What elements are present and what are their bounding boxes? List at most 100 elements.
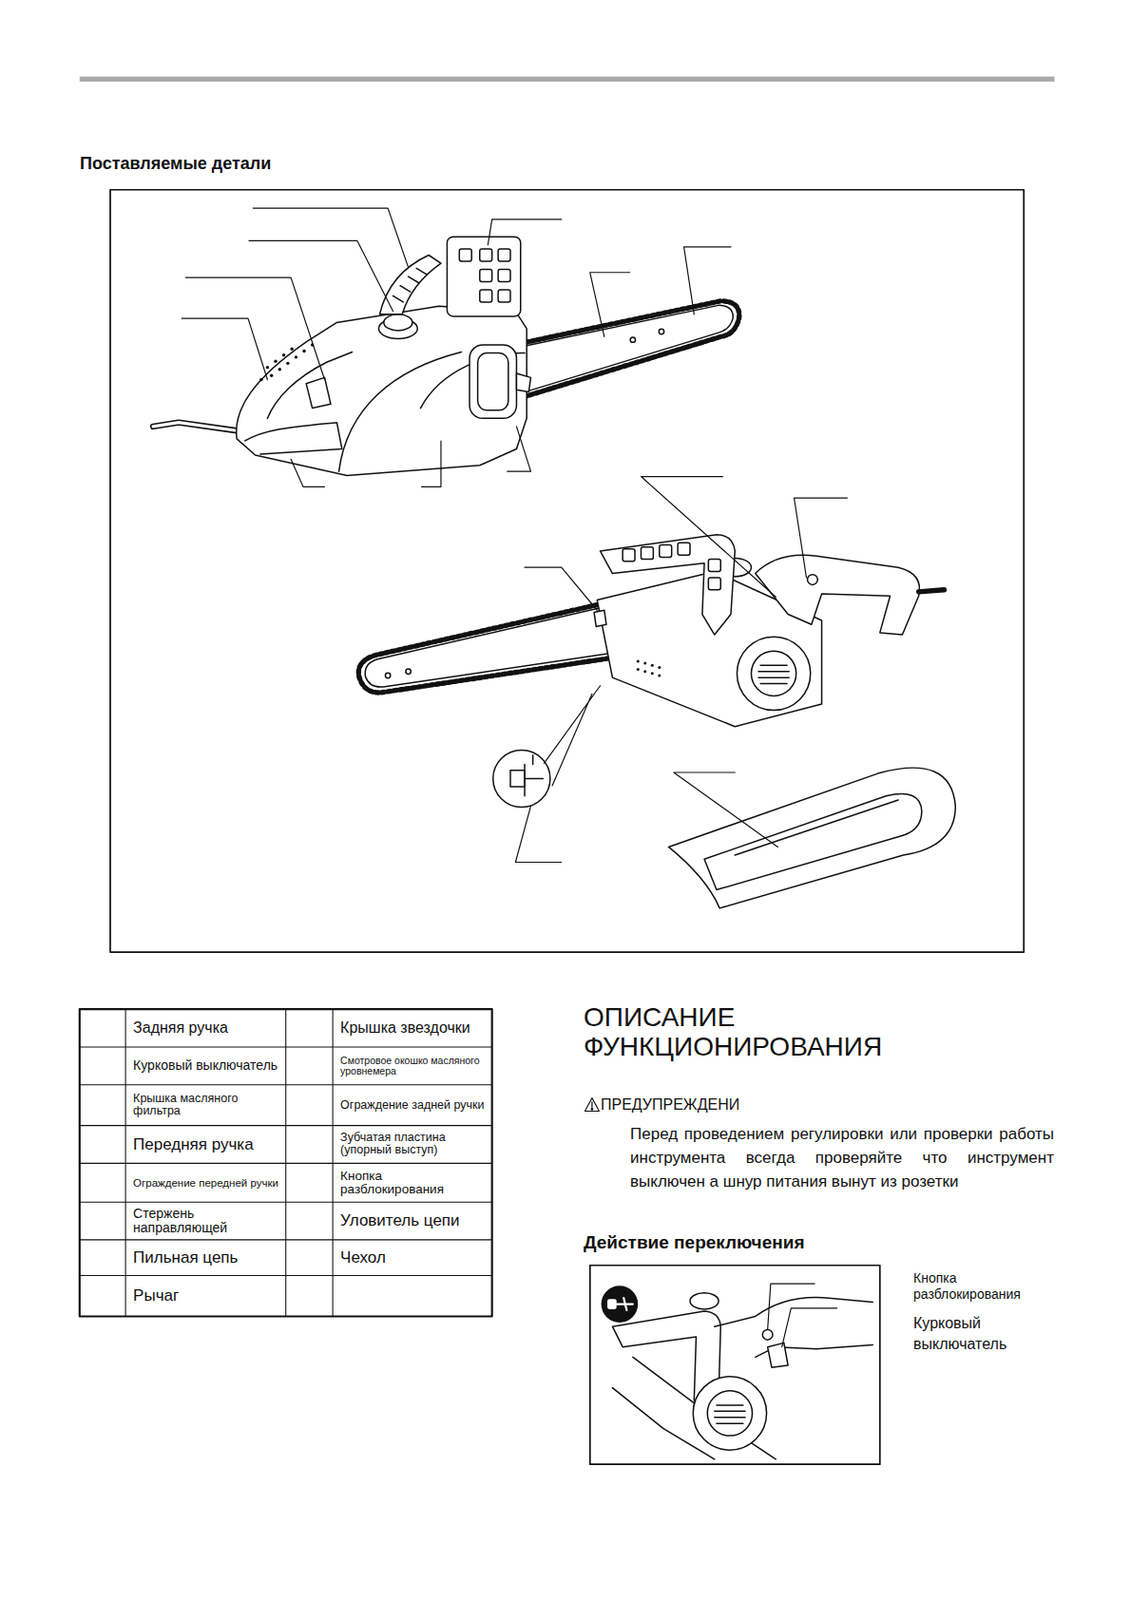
page-title: Поставляемые детали	[79, 153, 271, 174]
chainsaw-top	[479, 249, 493, 262]
chainsaw-top	[286, 362, 289, 365]
chainsaw-top	[392, 268, 426, 302]
switch-figure	[607, 1299, 617, 1310]
chainsaw-bottom	[524, 755, 543, 797]
warning-icon	[584, 1098, 599, 1112]
table-cell: Зубчатая пластина (упорный выступ)	[340, 1127, 489, 1164]
chainsaw-bottom	[657, 673, 661, 677]
leader-line	[252, 208, 408, 268]
leader-line	[181, 318, 268, 380]
chainsaw-top	[469, 345, 517, 419]
bar-sheath	[704, 794, 922, 891]
chainsaw-top	[306, 377, 331, 408]
chainsaw-top	[479, 269, 493, 283]
section-heading: ОПИСАНИЕ ФУНКЦИОНИРОВАНИЯ	[583, 1002, 1002, 1062]
switch-figure	[714, 1297, 873, 1358]
chainsaw-top	[153, 236, 740, 476]
table-cell: Чехол	[340, 1241, 489, 1276]
chainsaw-bottom	[758, 665, 789, 684]
chainsaw-bottom	[510, 770, 525, 787]
switch-figure	[762, 1329, 773, 1341]
chainsaw-top	[269, 374, 273, 378]
chainsaw-top	[153, 422, 237, 432]
table-cell: Ограждение задней ручки	[340, 1086, 489, 1126]
switch-figure	[714, 1405, 746, 1424]
chainsaw-top	[245, 422, 343, 455]
chainsaw-top	[266, 365, 269, 369]
chainsaw-top	[294, 355, 298, 359]
chainsaw-top	[516, 373, 531, 392]
chainsaw-top	[658, 328, 664, 334]
bar-sheath	[668, 767, 956, 909]
chainsaw-bottom	[636, 659, 640, 663]
chainsaw-bottom	[358, 535, 944, 808]
chainsaw-top	[515, 305, 733, 396]
switch-figure	[782, 1308, 838, 1348]
leader-line	[507, 426, 532, 472]
chainsaw-top	[236, 306, 528, 476]
chainsaw-bottom	[750, 651, 796, 696]
chainsaw-top	[153, 422, 237, 432]
subsection-heading: Действие переключения	[583, 1231, 964, 1255]
top-rule	[79, 76, 1055, 82]
table-cell: Стержень направляющей	[133, 1203, 283, 1240]
chainsaw-bottom	[708, 559, 721, 573]
table-cell: Передняя ручка	[133, 1127, 283, 1164]
leader-line	[524, 567, 597, 611]
table-cell: Ограждение передней ручки	[133, 1164, 283, 1202]
chainsaw-bottom	[677, 542, 691, 556]
warning-icon	[584, 1098, 599, 1112]
chainsaw-top	[278, 367, 282, 371]
chainsaw-bottom	[493, 749, 551, 807]
chainsaw-bottom	[919, 590, 945, 593]
switch-figure	[601, 1285, 639, 1323]
table-cell: Курковый выключатель	[133, 1048, 283, 1085]
switch-figure	[612, 1357, 776, 1459]
parts-table	[79, 1009, 493, 1317]
chainsaw-top	[380, 255, 441, 315]
chainsaw-top	[339, 352, 462, 473]
table-cell: Крышка звездочки	[340, 1010, 489, 1047]
table-cell: Кнопка разблокирования	[340, 1164, 489, 1202]
bar-sheath	[734, 800, 899, 856]
chainsaw-top	[478, 353, 509, 411]
chainsaw-bottom	[755, 555, 921, 635]
chainsaw-bottom	[384, 672, 390, 678]
chainsaw-top	[446, 236, 520, 317]
warning-text: Перед проведением регулировки или провер…	[630, 1122, 1055, 1194]
illustration	[79, 76, 1055, 1466]
chainsaw-bottom	[657, 666, 661, 670]
leader-line	[249, 240, 393, 311]
chainsaw-bottom	[807, 575, 819, 586]
chainsaw-bottom	[659, 545, 672, 558]
callout-label: Кнопка разблокирования	[913, 1270, 1056, 1304]
table-cell: Уловитель цепи	[340, 1203, 489, 1240]
switch-figure	[767, 1342, 788, 1368]
leader-line	[290, 459, 325, 487]
callout-label: Курковый выключатель	[913, 1313, 1056, 1356]
table-cell: Задняя ручка	[133, 1010, 283, 1047]
chainsaw-top	[498, 289, 511, 303]
chainsaw-bottom	[643, 670, 647, 673]
chainsaw-top	[273, 359, 277, 363]
chainsaw-top	[259, 378, 263, 382]
switch-figure	[616, 1298, 633, 1311]
switch-figure	[692, 1377, 767, 1451]
chainsaw-top	[302, 349, 306, 353]
chainsaw-top	[289, 347, 293, 351]
switch-figure	[707, 1391, 752, 1437]
chainsaw-top	[479, 289, 493, 303]
chainsaw-bottom	[640, 547, 653, 560]
leader-line	[684, 247, 731, 315]
chainsaw-bottom	[594, 610, 607, 627]
switch-figure	[767, 1284, 815, 1330]
chainsaw-top	[513, 301, 740, 401]
leader-line	[515, 805, 561, 863]
table-cell: Крышка масляного фильтра	[133, 1086, 283, 1126]
warning-heading: ПРЕДУПРЕЖДЕНИ	[600, 1095, 886, 1115]
leader-line	[794, 498, 848, 578]
table-cell: Пильная цепь	[133, 1241, 283, 1276]
warning-icon	[591, 1102, 593, 1108]
